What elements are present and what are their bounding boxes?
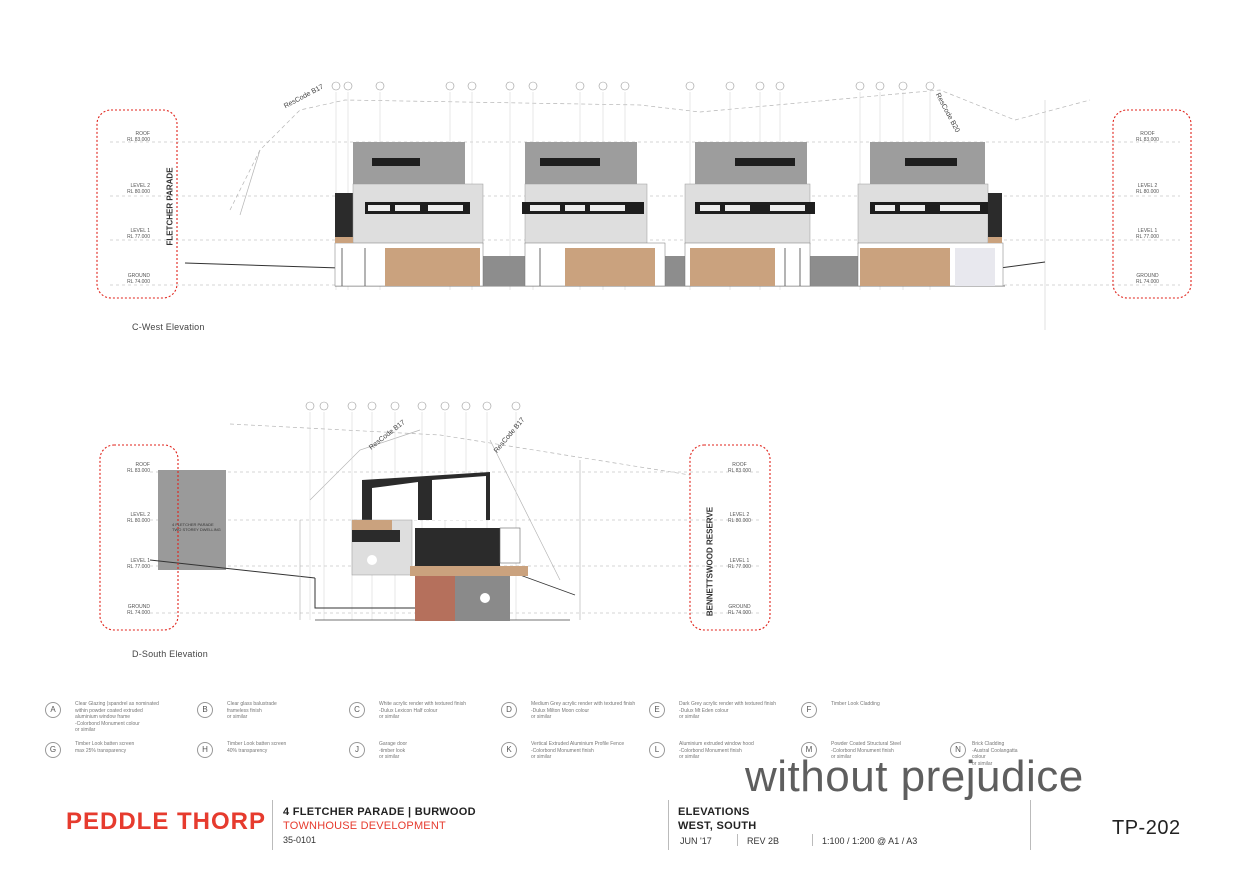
legend-code: M: [801, 742, 817, 758]
west-elevation-drawing: [96, 81, 1192, 330]
legend-code: N: [950, 742, 966, 758]
sheet-scale: 1:100 / 1:200 @ A1 / A3: [822, 836, 918, 846]
project-subtitle: TOWNHOUSE DEVELOPMENT: [283, 820, 446, 832]
legend-item: M Powder Coated Structural Steel -Colorb…: [801, 740, 971, 770]
drawing-number: TP-202: [1112, 817, 1181, 839]
legend-text: Dark Grey acrylic render with textured f…: [679, 701, 776, 720]
legend-text: White acrylic render with textured finis…: [379, 701, 466, 720]
title-block-divider: [668, 800, 669, 850]
legend-text: Vertical Extruded Aluminium Profile Fenc…: [531, 741, 625, 760]
legend-code: A: [45, 702, 61, 718]
legend-item: B Clear glass balustrade frameless finis…: [197, 700, 367, 730]
legend-item: D Medium Grey acrylic render with textur…: [501, 700, 671, 730]
south-elevation-label: D-South Elevation: [132, 649, 208, 659]
legend-text: Medium Grey acrylic render with textured…: [531, 701, 636, 720]
sheet-title: ELEVATIONS: [678, 806, 750, 818]
legend-item: H Timber Look batten screen 40% transpar…: [197, 740, 367, 770]
legend-item: N Brick Cladding -Austral Coolangatta co…: [950, 740, 1018, 770]
materials-legend: A Clear Glazing (spandrel as nominated w…: [45, 700, 1018, 770]
legend-item: F Timber Look Cladding: [801, 700, 971, 730]
legend-code: K: [501, 742, 517, 758]
west-street-label: FLETCHER PARADE: [165, 167, 175, 246]
title-block-divider: [1030, 800, 1031, 850]
south-elevation-drawing: [99, 401, 771, 631]
legend-item: A Clear Glazing (spandrel as nominated w…: [45, 700, 215, 733]
legend-text: Brick Cladding -Austral Coolangatta colo…: [972, 741, 1018, 767]
title-block-divider: [737, 834, 738, 846]
legend-item: E Dark Grey acrylic render with textured…: [649, 700, 819, 730]
south-street-label: BENNETTSWOOD RESERVE: [705, 506, 715, 617]
legend-text: Powder Coated Structural Steel -Colorbon…: [831, 741, 902, 760]
legend-code: G: [45, 742, 61, 758]
legend-text: Clear Glazing (spandrel as nominated wit…: [75, 701, 159, 733]
legend-code: D: [501, 702, 517, 718]
west-elevation-label: C-West Elevation: [132, 322, 205, 332]
legend-text: Timber Look batten screen 40% transparen…: [227, 741, 287, 754]
legend-text: Timber Look Cladding: [831, 701, 880, 707]
project-title: 4 FLETCHER PARADE | BURWOOD: [283, 806, 476, 818]
legend-item: J Garage door -timber look or similar: [349, 740, 519, 770]
legend-code: F: [801, 702, 817, 718]
legend-code: B: [197, 702, 213, 718]
legend-item: G Timber Look batten screen max 25% tran…: [45, 740, 215, 770]
legend-item: L Aluminium extruded window hood -Colorb…: [649, 740, 819, 770]
legend-text: Aluminium extruded window hood -Colorbon…: [679, 741, 754, 760]
watermark-text: without prejudice: [745, 752, 1084, 801]
legend-text: Garage door -timber look or similar: [379, 741, 408, 760]
legend-text: Timber Look batten screen max 25% transp…: [75, 741, 135, 754]
legend-code: J: [349, 742, 365, 758]
project-number: 35-0101: [283, 835, 317, 845]
legend-code: E: [649, 702, 665, 718]
title-block-divider: [272, 800, 273, 850]
legend-item: C White acrylic render with textured fin…: [349, 700, 519, 730]
company-logo: PEDDLE THORP: [66, 808, 267, 835]
south-neighbour-note: 4 FLETCHER PARADE TWO STOREY DWELLING: [172, 522, 221, 532]
title-block-divider: [812, 834, 813, 846]
legend-item: K Vertical Extruded Aluminium Profile Fe…: [501, 740, 671, 770]
sheet-revision: REV 2B: [747, 836, 780, 846]
sheet-subtitle: WEST, SOUTH: [678, 820, 757, 832]
legend-code: C: [349, 702, 365, 718]
legend-code: H: [197, 742, 213, 758]
legend-text: Clear glass balustrade frameless finish …: [227, 701, 277, 720]
sheet-date: JUN '17: [680, 836, 712, 846]
legend-code: L: [649, 742, 665, 758]
